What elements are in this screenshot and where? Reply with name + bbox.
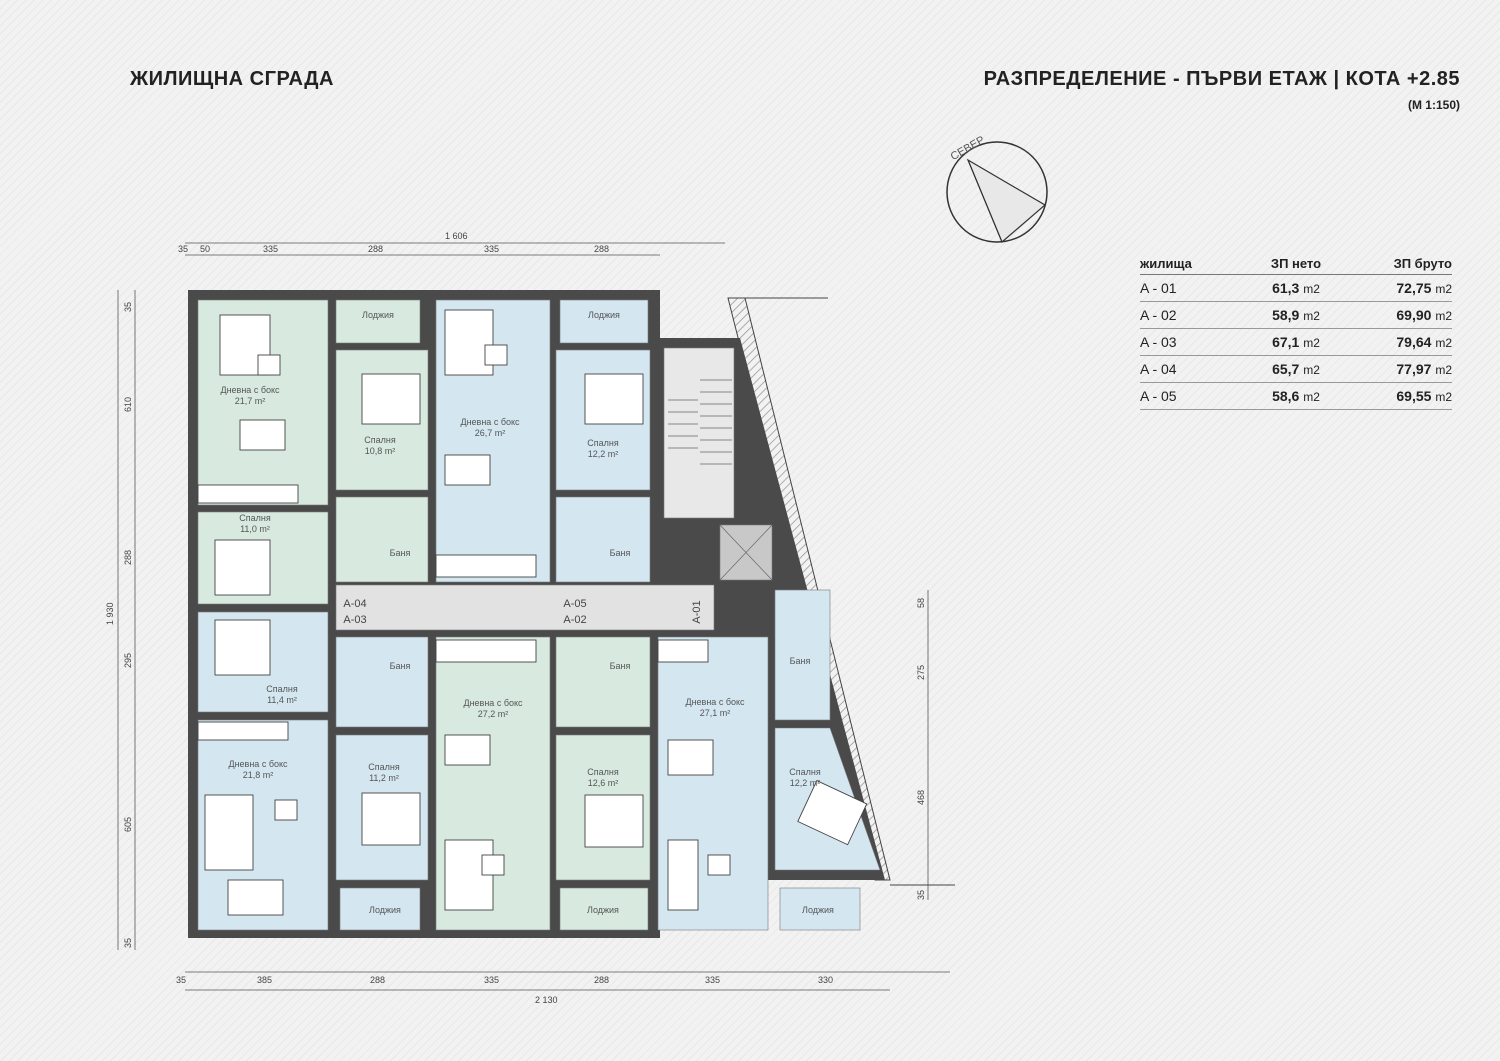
- area-table-header: жилища ЗП нето ЗП бруто: [1140, 256, 1452, 275]
- svg-text:288: 288: [594, 975, 609, 985]
- svg-text:11,4 m²: 11,4 m²: [267, 695, 297, 705]
- svg-text:35: 35: [123, 302, 133, 312]
- svg-text:335: 335: [484, 244, 499, 254]
- svg-text:288: 288: [594, 244, 609, 254]
- corridor: [335, 584, 715, 631]
- rooms: [197, 299, 881, 931]
- svg-text:2 130: 2 130: [535, 995, 558, 1005]
- table-row: A - 02 58,9 m2 69,90 m2: [1140, 302, 1452, 329]
- svg-text:58: 58: [916, 598, 926, 608]
- svg-text:12,2 m²: 12,2 m²: [790, 778, 821, 788]
- svg-text:Дневна с бокс: Дневна с бокс: [460, 417, 520, 427]
- table-row: A - 05 58,6 m2 69,55 m2: [1140, 383, 1452, 410]
- dimension-labels: 1 606 35 50 335 288 335 288 2 130 35 385…: [105, 231, 926, 1005]
- svg-text:Спалня: Спалня: [587, 438, 619, 448]
- building-title: ЖИЛИЩНА СГРАДА: [130, 68, 334, 90]
- loggia-a03: [339, 887, 421, 931]
- svg-text:35: 35: [123, 938, 133, 948]
- svg-text:Лоджия: Лоджия: [362, 310, 394, 320]
- bath-a04: [335, 496, 429, 583]
- plan-scale: (М 1:150): [1407, 98, 1460, 112]
- svg-text:27,1 m²: 27,1 m²: [700, 708, 731, 718]
- stairwell: [663, 347, 735, 519]
- north-arrow-icon: СЕВЕР: [946, 134, 1048, 243]
- svg-text:Спалня: Спалня: [789, 767, 821, 777]
- svg-text:35: 35: [176, 975, 186, 985]
- svg-text:A-02: A-02: [563, 614, 586, 626]
- svg-text:35: 35: [178, 244, 188, 254]
- svg-text:Спалня: Спалня: [368, 762, 400, 772]
- bath-a01: [774, 589, 831, 721]
- svg-text:1 606: 1 606: [445, 231, 468, 241]
- svg-text:Лоджия: Лоджия: [802, 905, 834, 915]
- svg-text:1 930: 1 930: [105, 602, 115, 625]
- bath-a02: [555, 636, 651, 728]
- svg-text:335: 335: [263, 244, 278, 254]
- svg-text:A-03: A-03: [343, 614, 366, 626]
- svg-text:12,6 m²: 12,6 m²: [588, 778, 619, 788]
- bath-a03: [335, 636, 429, 728]
- stair-treads: [668, 379, 773, 581]
- unit-entrance-labels: A-04 A-03 A-05 A-02 A-01: [343, 598, 703, 626]
- table-row: A - 03 67,1 m2 79,64 m2: [1140, 329, 1452, 356]
- svg-text:Баня: Баня: [790, 656, 811, 666]
- svg-text:A-01: A-01: [691, 600, 703, 623]
- loggia-a02: [559, 887, 649, 931]
- svg-text:288: 288: [368, 244, 383, 254]
- svg-text:27,2 m²: 27,2 m²: [478, 709, 509, 719]
- dimension-lines: [117, 242, 950, 991]
- svg-text:Спалня: Спалня: [587, 767, 619, 777]
- svg-text:Баня: Баня: [610, 548, 631, 558]
- svg-text:21,8 m²: 21,8 m²: [243, 770, 274, 780]
- svg-text:A-05: A-05: [563, 598, 586, 610]
- svg-text:610: 610: [123, 397, 133, 412]
- svg-text:Дневна с бокс: Дневна с бокс: [685, 697, 745, 707]
- svg-text:11,2 m²: 11,2 m²: [369, 773, 399, 783]
- svg-text:Баня: Баня: [610, 661, 631, 671]
- svg-text:Спалня: Спалня: [239, 513, 271, 523]
- area-table: жилища ЗП нето ЗП бруто A - 01 61,3 m2 7…: [1140, 256, 1452, 410]
- svg-text:35: 35: [916, 890, 926, 900]
- svg-text:Дневна с бокс: Дневна с бокс: [463, 698, 523, 708]
- svg-text:Лоджия: Лоджия: [369, 905, 401, 915]
- svg-text:275: 275: [916, 665, 926, 680]
- plan-title: РАЗПРЕДЕЛЕНИЕ - ПЪРВИ ЕТАЖ | КОТА +2.85: [983, 68, 1460, 90]
- svg-text:10,8 m²: 10,8 m²: [365, 446, 396, 456]
- svg-text:288: 288: [370, 975, 385, 985]
- svg-text:Спалня: Спалня: [266, 684, 298, 694]
- svg-text:Дневна с бокс: Дневна с бокс: [228, 759, 288, 769]
- svg-text:335: 335: [705, 975, 720, 985]
- svg-text:385: 385: [257, 975, 272, 985]
- svg-text:295: 295: [123, 653, 133, 668]
- svg-text:Баня: Баня: [390, 661, 411, 671]
- svg-text:Дневна с бокс: Дневна с бокс: [220, 385, 280, 395]
- svg-text:330: 330: [818, 975, 833, 985]
- svg-text:A-04: A-04: [343, 598, 366, 610]
- svg-text:605: 605: [123, 817, 133, 832]
- furniture: [197, 309, 868, 916]
- room-labels: Дневна с бокс 21,7 m² Спалня 10,8 m² Лод…: [220, 310, 834, 915]
- table-row: A - 04 65,7 m2 77,97 m2: [1140, 356, 1452, 383]
- loggia-a05: [559, 299, 649, 344]
- svg-text:50: 50: [200, 244, 210, 254]
- table-row: A - 01 61,3 m2 72,75 m2: [1140, 275, 1452, 302]
- svg-text:468: 468: [916, 790, 926, 805]
- svg-text:288: 288: [123, 550, 133, 565]
- svg-text:12,2 m²: 12,2 m²: [588, 449, 619, 459]
- svg-text:Спалня: Спалня: [364, 435, 396, 445]
- svg-text:335: 335: [484, 975, 499, 985]
- svg-text:11,0 m²: 11,0 m²: [240, 524, 270, 534]
- bath-a05: [555, 496, 651, 583]
- loggia-a04: [335, 299, 421, 344]
- loggia-a01: [779, 887, 861, 931]
- svg-text:Лоджия: Лоджия: [587, 905, 619, 915]
- svg-text:26,7 m²: 26,7 m²: [475, 428, 506, 438]
- svg-text:Лоджия: Лоджия: [588, 310, 620, 320]
- svg-text:21,7 m²: 21,7 m²: [235, 396, 266, 406]
- svg-text:Баня: Баня: [390, 548, 411, 558]
